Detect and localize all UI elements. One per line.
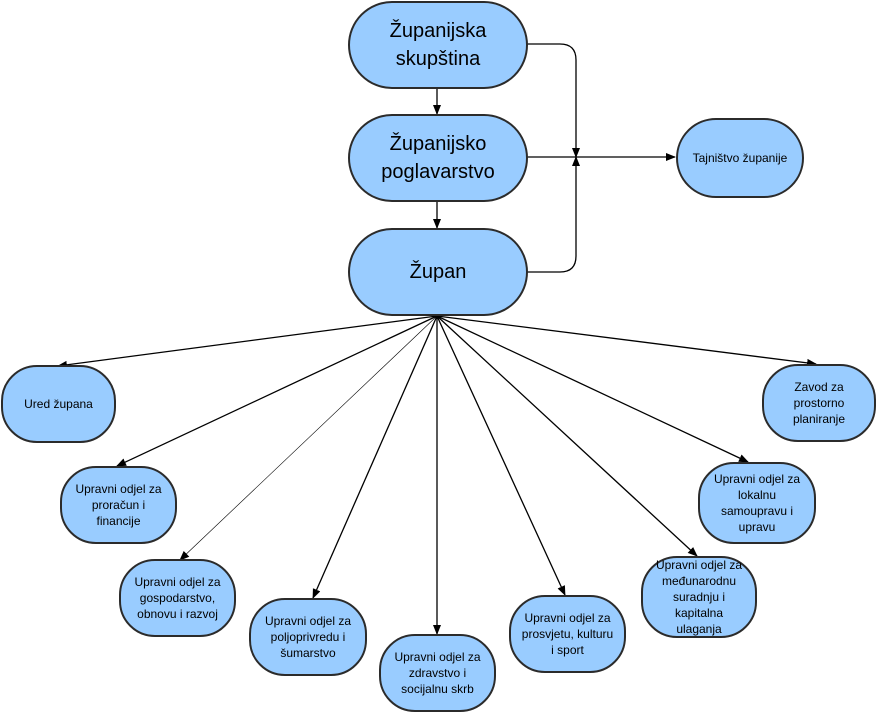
node-odjel-gospodarstvo: Upravni odjel za gospodarstvo, obnovu i … xyxy=(119,559,236,637)
edge-zupan-tajnistvo xyxy=(527,156,580,273)
node-zupanijska-skupstina: Županijska skupština xyxy=(348,1,528,89)
node-tajnistvo-zupanije: Tajništvo županije xyxy=(676,118,804,198)
edge-zupan-prosvjetu xyxy=(436,315,566,596)
edge-zupan-ured xyxy=(57,315,438,369)
edge-skupstina-tajnistvo xyxy=(527,43,580,158)
node-zavod-za-prostorno-planiranje: Zavod za prostorno planiranje xyxy=(762,364,876,442)
edge-zupan-medjunarodnu xyxy=(436,315,698,557)
node-odjel-prosvjetu: Upravni odjel za prosvjetu, kulturu i sp… xyxy=(509,595,626,673)
edge-zupan-lokalnu xyxy=(436,315,749,463)
node-odjel-medjunarodnu-suradnju: Upravni odjel za međunarodnu suradnju i … xyxy=(641,556,757,638)
node-zupanijsko-poglavarstvo: Županijsko poglavarstvo xyxy=(348,114,528,202)
node-odjel-zdravstvo: Upravni odjel za zdravstvo i socijalnu s… xyxy=(379,634,496,712)
node-odjel-poljoprivredu: Upravni odjel za poljoprivredu i šumarst… xyxy=(249,598,367,676)
node-odjel-lokalnu-samoupravu: Upravni odjel za lokalnu samoupravu i up… xyxy=(698,462,816,544)
edge-zupan-proracun xyxy=(116,315,438,467)
edge-zupan-zavod xyxy=(436,315,817,367)
edge-zupan-gospodarstvo xyxy=(179,315,438,561)
node-odjel-proracun: Upravni odjel za proračun i financije xyxy=(60,466,177,544)
node-zupan: Župan xyxy=(348,228,528,316)
edge-zupan-poljoprivredu xyxy=(312,315,438,599)
node-ured-zupana: Ured župana xyxy=(1,365,116,443)
